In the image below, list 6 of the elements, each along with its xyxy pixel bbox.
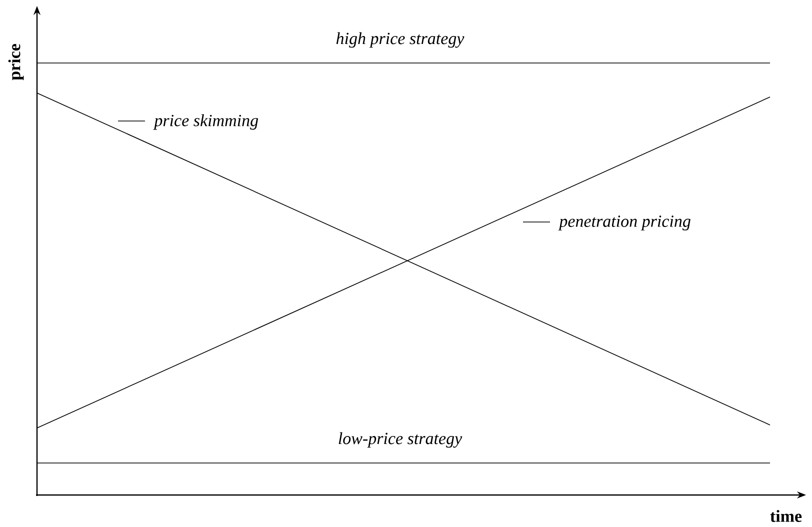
line-label: high price strategy bbox=[336, 32, 464, 48]
axis-label: time bbox=[770, 510, 802, 522]
axis-label: price bbox=[8, 44, 24, 80]
legend-entry: penetration pricing bbox=[522, 216, 690, 230]
legend-entry: price skimming bbox=[118, 114, 258, 130]
line-label: low-price strategy bbox=[338, 432, 462, 448]
